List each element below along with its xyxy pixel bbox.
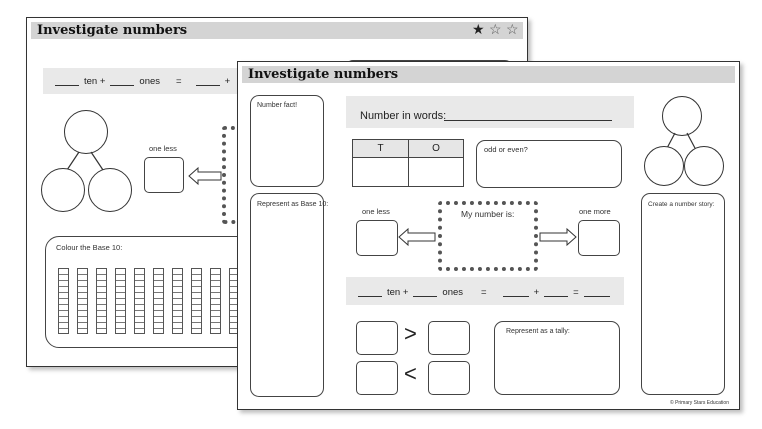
part-circle-left[interactable] — [644, 146, 684, 186]
base10-rods — [58, 268, 258, 338]
back-equation: ten + ones = + — [55, 76, 230, 87]
my-number-frame[interactable]: My number is: — [438, 201, 538, 271]
compare-box-2[interactable] — [428, 321, 470, 355]
base10-rod[interactable] — [210, 268, 221, 334]
back-one-less-label: one less — [149, 144, 177, 153]
back-one-less-box[interactable] — [144, 157, 184, 193]
odd-or-even-label: odd or even? — [484, 145, 528, 154]
ones-header: O — [408, 139, 464, 158]
back-part-circle-left — [41, 168, 85, 212]
place-value-table: T O — [352, 139, 464, 187]
represent-base10-box[interactable]: Represent as Base 10: — [250, 193, 328, 397]
base10-rod[interactable] — [58, 268, 69, 334]
part-circle-right[interactable] — [684, 146, 724, 186]
front-title-bar: Investigate numbers — [242, 66, 735, 83]
tens-cell[interactable] — [352, 157, 409, 187]
base10-rod[interactable] — [77, 268, 88, 334]
represent-base10-label: Represent as Base 10: — [257, 201, 329, 208]
front-equation: ten + ones = + = — [358, 287, 610, 298]
represent-tally-box[interactable]: Represent as a tally: — [494, 321, 620, 395]
total-blank[interactable] — [583, 288, 610, 297]
number-story-label: Create a number story: — [648, 201, 715, 208]
arrow-right-icon — [539, 227, 577, 247]
base10-rod[interactable] — [134, 268, 145, 334]
copyright-footer: © Primary Stars Education — [670, 400, 729, 406]
greater-than-symbol: > — [404, 321, 417, 346]
back-colour-base10-label: Colour the Base 10: — [56, 243, 123, 252]
one-more-label: one more — [579, 207, 611, 216]
one-more-box[interactable] — [578, 220, 620, 256]
one-less-box[interactable] — [356, 220, 398, 256]
base10-rod[interactable] — [153, 268, 164, 334]
odd-or-even-box[interactable]: odd or even? — [476, 140, 622, 188]
back-title: Investigate numbers — [37, 23, 188, 38]
base10-rod[interactable] — [172, 268, 183, 334]
number-in-words-label: Number in words: — [360, 110, 447, 122]
less-than-symbol: < — [404, 361, 417, 386]
ones-blank[interactable] — [413, 288, 438, 297]
whole-circle[interactable] — [662, 96, 702, 136]
base10-rod[interactable] — [115, 268, 126, 334]
compare-box-4[interactable] — [428, 361, 470, 395]
number-fact-box[interactable]: Number fact! — [250, 95, 324, 187]
equation-band — [346, 277, 624, 305]
addend-blank-2[interactable] — [544, 288, 569, 297]
front-title: Investigate numbers — [248, 67, 399, 82]
compare-box-1[interactable] — [356, 321, 398, 355]
front-worksheet: Investigate numbers Number fact! Represe… — [237, 61, 740, 410]
back-whole-circle — [64, 110, 108, 154]
number-story-box[interactable]: Create a number story: — [641, 193, 725, 395]
base10-rod[interactable] — [191, 268, 202, 334]
addend-blank-1[interactable] — [502, 288, 529, 297]
arrow-left-icon — [398, 227, 436, 247]
back-title-bar: Investigate numbers ★ ☆ ☆ — [31, 21, 523, 39]
empty-star-icon: ☆ — [489, 21, 502, 37]
number-fact-label: Number fact! — [257, 102, 298, 109]
represent-tally-label: Represent as a tally: — [506, 328, 570, 335]
back-equation-band — [43, 68, 251, 94]
one-less-label: one less — [362, 207, 390, 216]
empty-star-icon: ☆ — [506, 21, 519, 37]
number-in-words-band — [346, 96, 634, 128]
ones-cell[interactable] — [408, 157, 464, 187]
my-number-label: My number is: — [461, 209, 515, 219]
arrow-left-icon — [188, 166, 222, 186]
number-in-words-line[interactable] — [444, 120, 612, 121]
back-part-circle-right — [88, 168, 132, 212]
tens-blank[interactable] — [358, 288, 382, 297]
compare-box-3[interactable] — [356, 361, 398, 395]
filled-star-icon: ★ — [472, 21, 485, 37]
back-part-whole-lines — [66, 151, 104, 171]
base10-rod[interactable] — [96, 268, 107, 334]
